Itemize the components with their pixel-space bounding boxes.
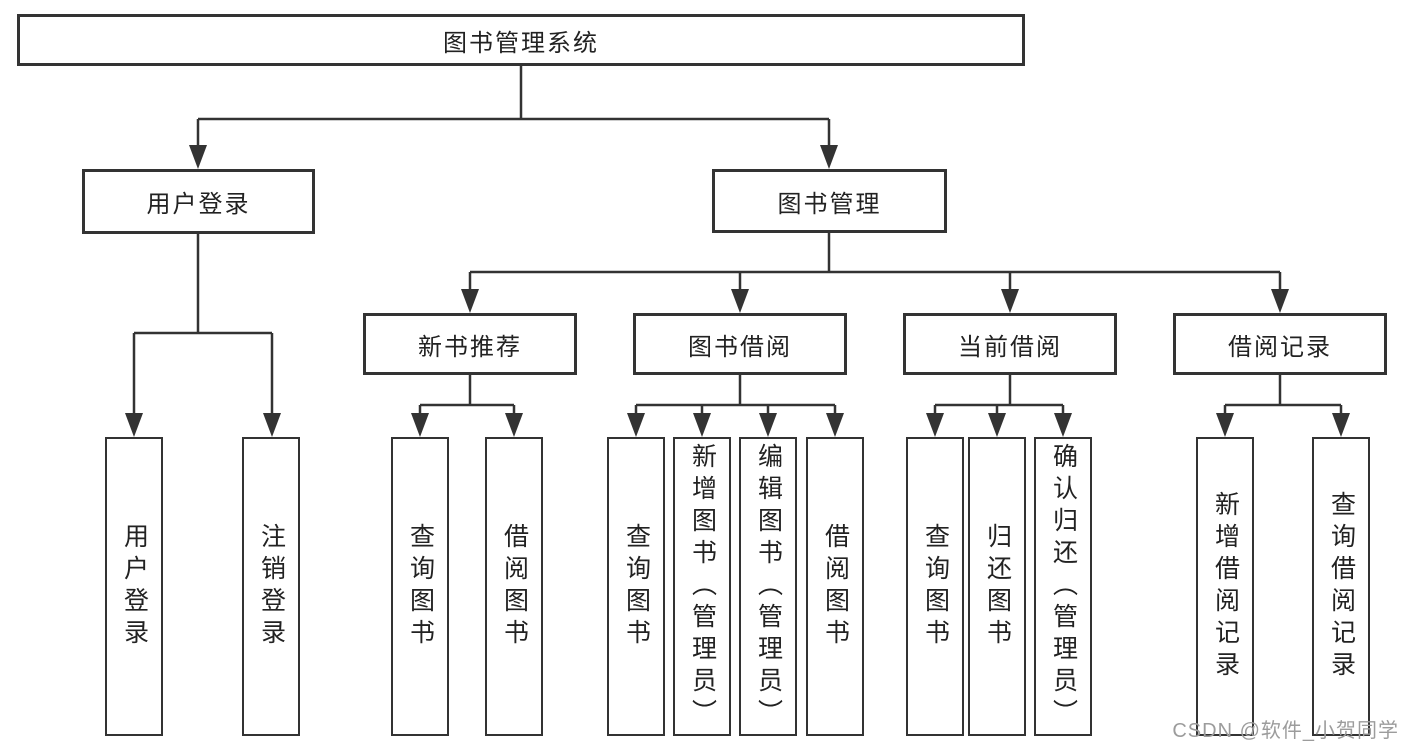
leaf-user-login: 用户登录	[105, 437, 163, 736]
node-current-borrowing-label: 当前借阅	[958, 333, 1062, 361]
leaf-edit-book-admin-label: 编辑图书（管理员）	[754, 442, 783, 731]
node-root-label: 图书管理系统	[443, 29, 599, 57]
leaf-borrow-books-1: 借阅图书	[485, 437, 543, 736]
leaf-query-books-1-label: 查询图书	[406, 522, 435, 651]
node-current-borrowing: 当前借阅	[903, 313, 1117, 375]
leaf-borrow-books-2-label: 借阅图书	[821, 522, 850, 651]
leaf-user-login-label: 用户登录	[120, 522, 149, 651]
node-book-management: 图书管理	[712, 169, 947, 233]
leaf-logout: 注销登录	[242, 437, 300, 736]
node-borrowing-records: 借阅记录	[1173, 313, 1387, 375]
leaf-return-book-label: 归还图书	[983, 522, 1012, 651]
node-new-book-recommend-label: 新书推荐	[418, 333, 522, 361]
node-book-management-label: 图书管理	[777, 190, 882, 218]
leaf-confirm-return-admin: 确认归还（管理员）	[1034, 437, 1092, 736]
leaf-add-book-admin-label: 新增图书（管理员）	[688, 442, 717, 731]
leaf-return-book: 归还图书	[968, 437, 1026, 736]
leaf-edit-book-admin: 编辑图书（管理员）	[739, 437, 797, 736]
leaf-borrow-books-2: 借阅图书	[806, 437, 864, 736]
leaf-query-borrow-record-label: 查询借阅记录	[1327, 490, 1356, 683]
leaf-borrow-books-1-label: 借阅图书	[500, 522, 529, 651]
leaf-add-borrow-record: 新增借阅记录	[1196, 437, 1254, 736]
leaf-query-books-2-label: 查询图书	[622, 522, 651, 651]
node-user-login: 用户登录	[82, 169, 315, 234]
leaf-query-books-3: 查询图书	[906, 437, 964, 736]
node-new-book-recommend: 新书推荐	[363, 313, 577, 375]
leaf-query-books-3-label: 查询图书	[921, 522, 950, 651]
leaf-add-book-admin: 新增图书（管理员）	[673, 437, 731, 736]
leaf-confirm-return-admin-label: 确认归还（管理员）	[1049, 442, 1078, 731]
leaf-add-borrow-record-label: 新增借阅记录	[1211, 490, 1240, 683]
leaf-query-books-2: 查询图书	[607, 437, 665, 736]
watermark: CSDN @软件_小贺同学	[1172, 720, 1399, 742]
node-borrowing-records-label: 借阅记录	[1228, 333, 1332, 361]
leaf-query-borrow-record: 查询借阅记录	[1312, 437, 1370, 736]
leaf-logout-label: 注销登录	[257, 522, 286, 651]
node-user-login-label: 用户登录	[146, 191, 251, 218]
leaf-query-books-1: 查询图书	[391, 437, 449, 736]
node-book-borrowing-label: 图书借阅	[688, 333, 792, 361]
node-root: 图书管理系统	[17, 14, 1025, 66]
node-book-borrowing: 图书借阅	[633, 313, 847, 375]
